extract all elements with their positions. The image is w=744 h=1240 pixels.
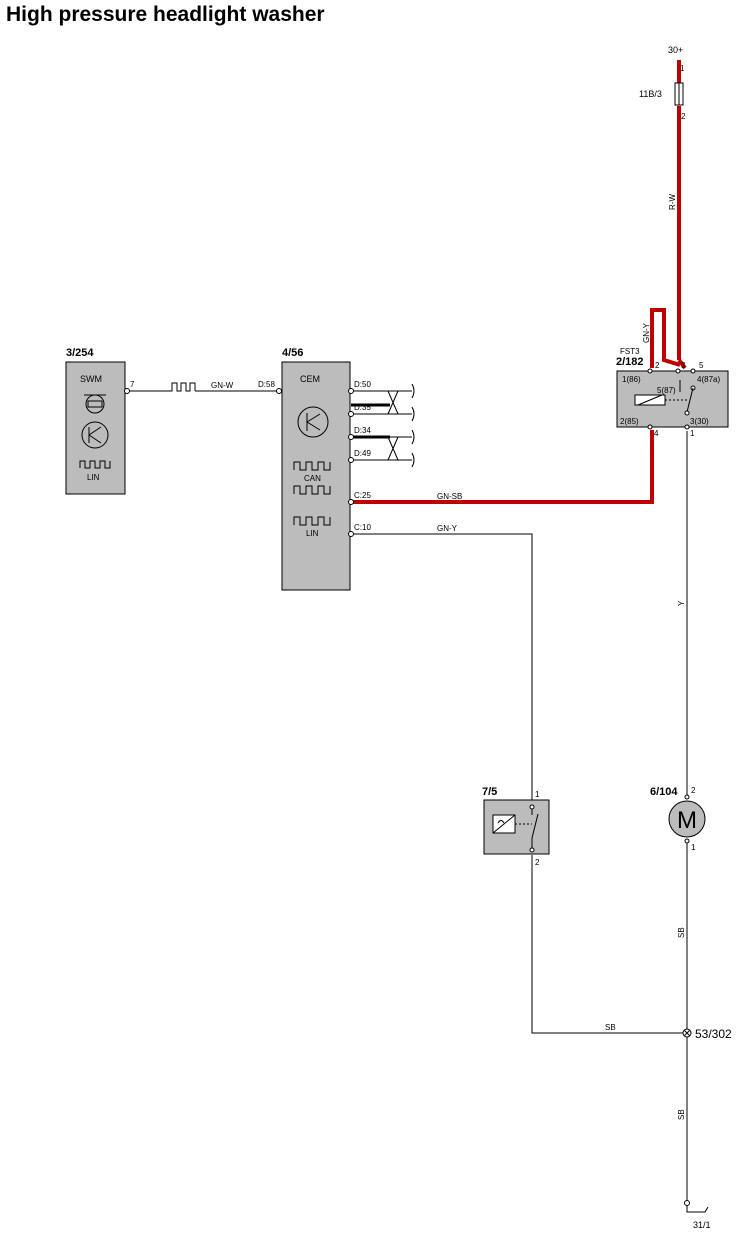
motor-pin2: 2	[691, 786, 696, 795]
motor-6-104: 6/104 2 M 1	[650, 786, 706, 852]
relay-term-87a: 4(87a)	[697, 375, 720, 384]
relay-term-30: 3(30)	[690, 417, 709, 426]
motor-pin1: 1	[691, 843, 696, 852]
wire-label-gn-y-loop: GN-Y	[642, 322, 651, 343]
wire-label-sb-switch: SB	[605, 1023, 616, 1032]
cem-can-label: CAN	[304, 474, 321, 483]
switch-7-5: 7/5 1 2	[482, 786, 550, 867]
cem-lin-label: LIN	[306, 529, 319, 538]
wire-relay-entry-red	[677, 358, 687, 370]
switch-pin2: 2	[535, 858, 540, 867]
fuse-id: 11B/3	[639, 89, 662, 99]
relay-id: 2/182	[616, 356, 644, 368]
pwm-signal-symbol	[170, 382, 196, 392]
relay-pin-4: 4	[654, 429, 659, 438]
wire-relay-loop-red	[650, 308, 681, 368]
swm-module: 3/254 SWM LIN 7	[65, 347, 135, 495]
wire-label-r-w: R-W	[668, 194, 677, 210]
supply-label: 30+	[668, 45, 683, 55]
cem-pin-d35: D:35	[354, 403, 371, 412]
cem-id: 4/56	[282, 347, 303, 359]
diagram-title: High pressure headlight washer	[6, 3, 325, 26]
ground-id: 31/1	[693, 1220, 711, 1230]
cem-pin-d34: D:34	[354, 426, 371, 435]
cem-pin-d58: D:58	[258, 380, 275, 389]
swm-id: 3/254	[66, 347, 94, 359]
swm-name: SWM	[80, 374, 102, 384]
fuse-pin2: 2	[681, 112, 686, 121]
wire-label-sb-ground: SB	[677, 1109, 686, 1120]
swm-pin7: 7	[130, 380, 135, 389]
relay-pin-2: 2	[655, 361, 660, 370]
wire-label-gn-w: GN-W	[211, 381, 234, 390]
relay-term-85: 2(85)	[620, 417, 639, 426]
relay-2-182: FST3 2/182 2 3 5 1(86) 5(87) 4(87a) 2(85…	[616, 347, 729, 438]
relay-pin-5: 5	[699, 361, 704, 370]
can-bus-pairs	[351, 383, 415, 468]
wire-label-y: Y	[677, 600, 686, 606]
wire-switch-splice	[531, 855, 684, 1034]
switch-id: 7/5	[482, 786, 497, 798]
cem-pin-d49: D:49	[354, 449, 371, 458]
splice-53-302: 53/302	[682, 1027, 732, 1041]
wire-label-gn-y-cem: GN-Y	[437, 524, 458, 533]
fuse-11b3: 30+ 1 11B/3 2	[639, 45, 686, 121]
motor-symbol: M	[677, 807, 697, 834]
cem-pin-c10: C:10	[354, 523, 371, 532]
relay-term-87: 5(87)	[657, 386, 676, 395]
cem-module: 4/56 CEM CAN LIN D:58 D:50 D:35 D:34 D:4…	[258, 347, 371, 591]
wire-label-sb-motor: SB	[677, 927, 686, 938]
splice-id: 53/302	[695, 1027, 732, 1041]
switch-pin1: 1	[535, 790, 540, 799]
wire-cem-switch	[351, 533, 533, 800]
swm-lin-label: LIN	[87, 473, 100, 482]
relay-pin-1: 1	[690, 429, 695, 438]
relay-term-86: 1(86)	[622, 375, 641, 384]
ground-31-1: 31/1	[684, 1200, 711, 1230]
cem-name: CEM	[300, 374, 320, 384]
cem-pin-c25: C:25	[354, 491, 371, 500]
fuse-pin1: 1	[680, 64, 685, 73]
relay-pin-3: 3	[681, 361, 686, 370]
cem-pin-d50: D:50	[354, 380, 371, 389]
wire-cem-relay-red	[351, 430, 654, 504]
relay-fst: FST3	[620, 347, 640, 356]
motor-id: 6/104	[650, 786, 678, 798]
wire-label-gn-sb: GN-SB	[437, 492, 462, 501]
